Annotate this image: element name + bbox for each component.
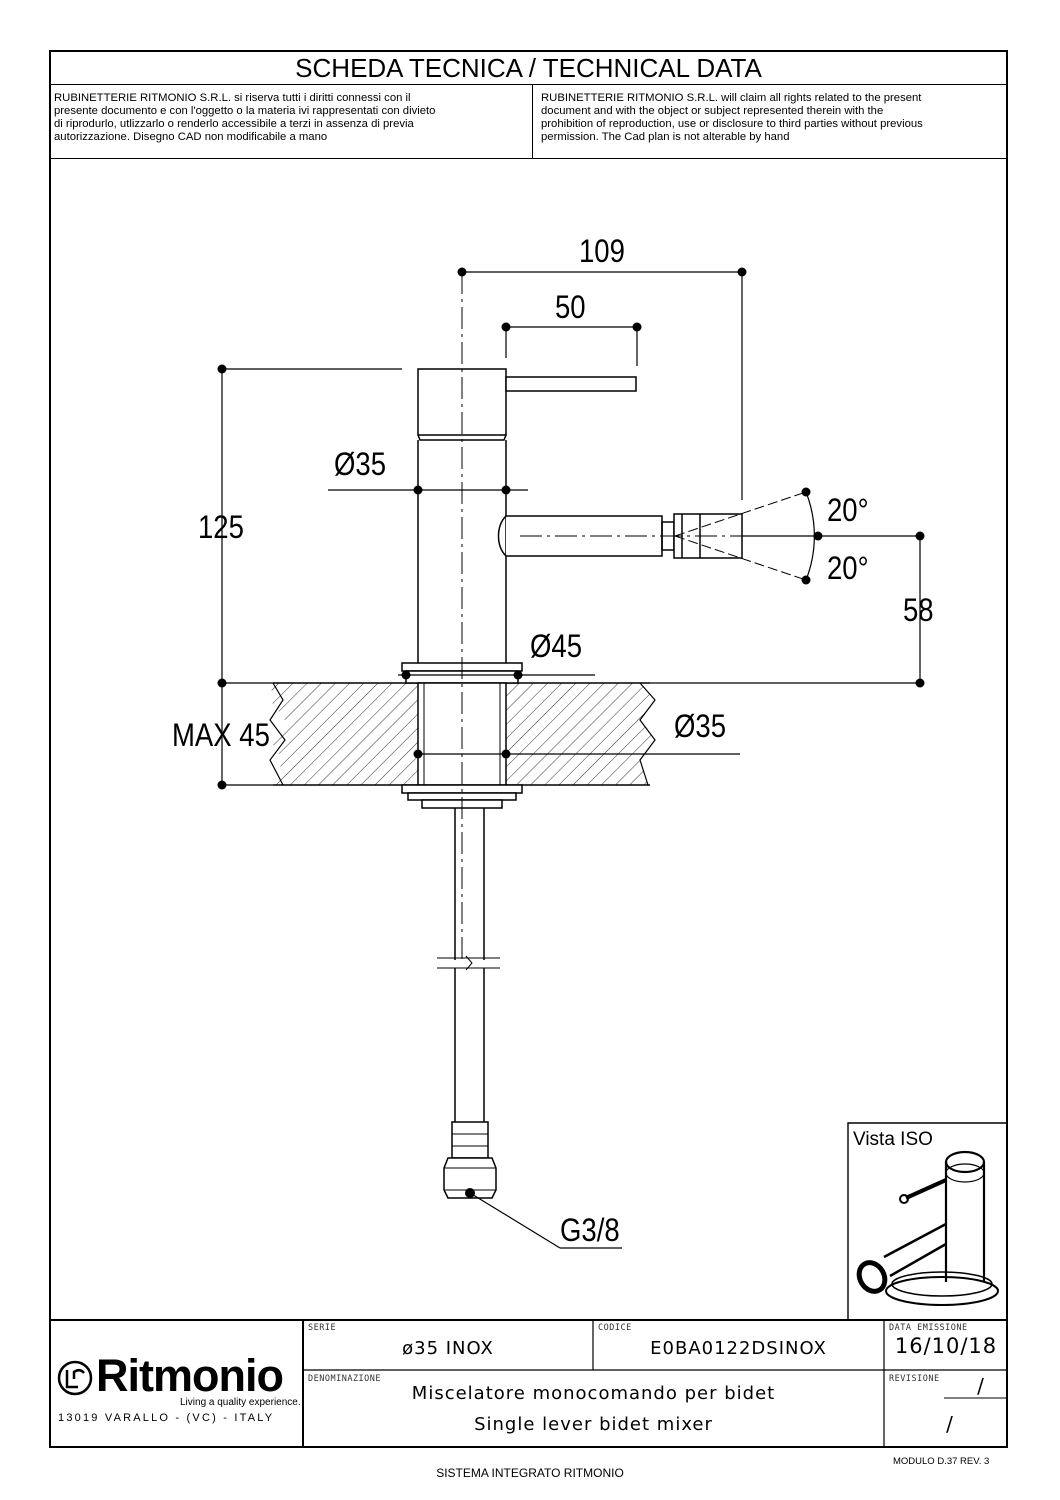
dim-125-label: 125 xyxy=(198,509,244,545)
footer-system: SISTEMA INTEGRATO RITMONIO xyxy=(436,1466,624,1480)
denominazione-english: Single lever bidet mixer xyxy=(474,1414,713,1435)
iso-view xyxy=(847,1122,1008,1320)
dim-angle-down-label: 20° xyxy=(827,550,869,586)
sheet-title: SCHEDA TECNICA / TECHNICAL DATA xyxy=(295,53,762,83)
centre-lines xyxy=(461,272,920,960)
denominazione-italian: Miscelatore monocomando per bidet xyxy=(411,1383,776,1404)
thread-spec-label: G3/8 xyxy=(560,1212,620,1248)
serie-label: SERIE xyxy=(308,1323,337,1333)
company-logo-mark xyxy=(57,1360,93,1396)
denominazione-label: DENOMINAZIONE xyxy=(308,1374,382,1384)
revisione-value-top: / xyxy=(977,1374,985,1398)
dim-50-label: 50 xyxy=(555,289,586,325)
revisione-label: REVISIONE xyxy=(889,1374,940,1384)
drawing-frame xyxy=(49,50,1008,1448)
revisione-value-bottom: / xyxy=(946,1412,954,1436)
dim-diameter-45-label: Ø45 xyxy=(530,628,583,664)
module-revision: MODULO D.37 REV. 3 xyxy=(893,1456,990,1467)
dim-58-label: 58 xyxy=(903,592,934,628)
company-tagline: Living a quality experience. xyxy=(180,1397,301,1408)
dimension-lines xyxy=(221,271,921,1249)
company-logo-wordmark: Ritmonio xyxy=(96,1350,284,1401)
codice-value: E0BA0122DSINOX xyxy=(650,1338,827,1359)
serie-value: ø35 INOX xyxy=(402,1338,494,1359)
dim-angle-up-label: 20° xyxy=(827,492,869,528)
notice-divider xyxy=(532,84,533,159)
notice-english: RUBINETTERIE RITMONIO S.R.L. will claim … xyxy=(541,92,923,143)
data-emissione-value: 16/10/18 xyxy=(894,1334,998,1358)
notice-italian: RUBINETTERIE RITMONIO S.R.L. si riserva … xyxy=(54,92,436,143)
data-emissione-label: DATA EMISSIONE xyxy=(889,1323,968,1333)
dim-109-label: 109 xyxy=(579,233,625,269)
header-divider xyxy=(49,84,1008,85)
dim-max-45-label: MAX 45 xyxy=(172,717,270,753)
dim-diameter-35-top-label: Ø35 xyxy=(334,446,387,482)
header-bottom-rule xyxy=(49,158,1008,159)
dim-diameter-35-bottom-label: Ø35 xyxy=(674,708,727,744)
codice-label: CODICE xyxy=(598,1323,632,1333)
iso-view-label: Vista ISO xyxy=(853,1129,933,1150)
company-address: 13019 VARALLO - (VC) - ITALY xyxy=(58,1412,275,1424)
title-block-grid xyxy=(49,1319,1008,1448)
dimension-endpoints xyxy=(217,267,925,790)
